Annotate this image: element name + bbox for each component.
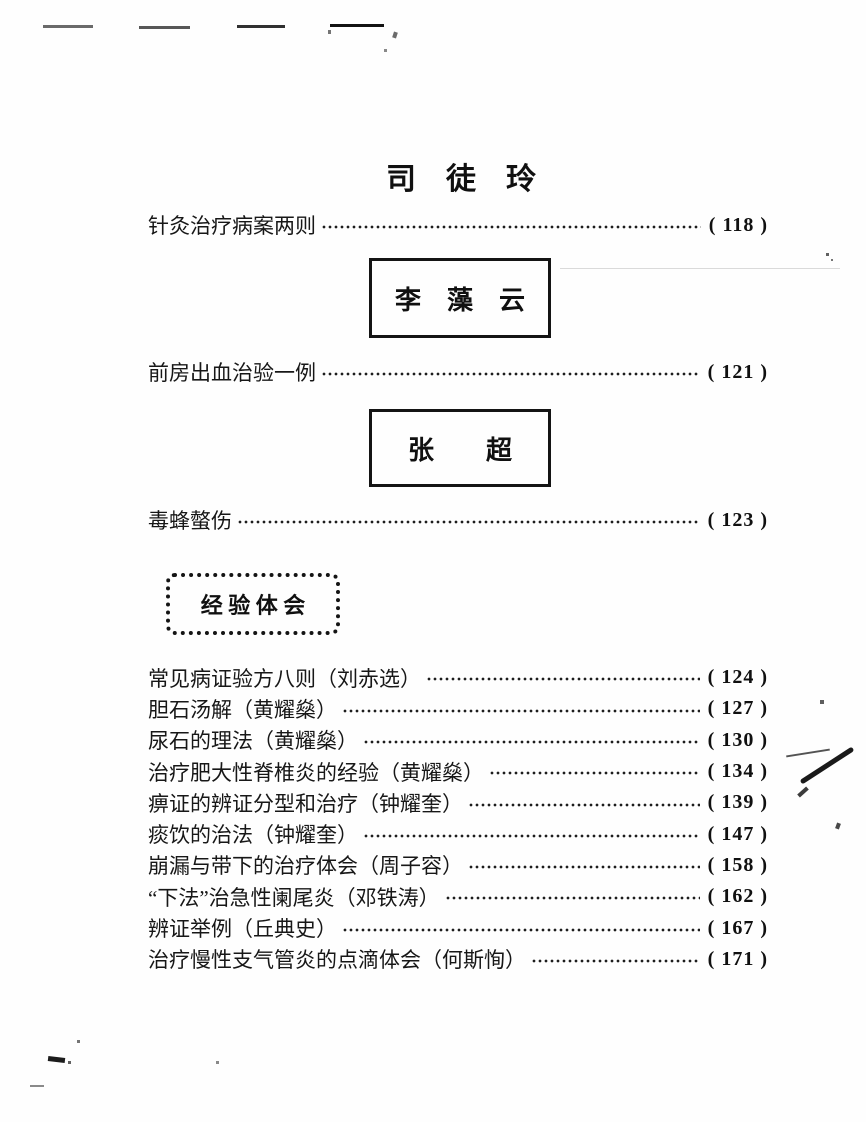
pen-scratch-mark xyxy=(786,748,830,758)
toc-entry-title: 毒蜂螫伤 xyxy=(148,509,232,533)
dot-leader xyxy=(468,849,700,882)
toc-entry: 常见病证验方八则（刘赤选） ( 124 ) xyxy=(148,662,768,694)
toc-entry-title: 针灸治疗病案两则 xyxy=(148,214,316,238)
toc-entry-page-number: ( 167 ) xyxy=(707,916,768,939)
scan-speck xyxy=(392,31,398,39)
scan-speck xyxy=(835,822,841,830)
scan-speck xyxy=(47,1055,66,1064)
dot-leader xyxy=(363,818,700,850)
section-box-experience: 经 验 体 会 xyxy=(166,573,340,635)
toc-entry-page-number: ( 118 ) xyxy=(708,213,768,236)
dot-leader xyxy=(342,912,700,944)
dot-leader xyxy=(342,693,700,725)
scan-speck xyxy=(328,30,331,34)
toc-entry-title: 治疗慢性支气管炎的点滴体会（何斯恂） xyxy=(148,948,526,973)
top-dash-mark xyxy=(237,25,285,28)
author-box-lizaoyun: 李 藻 云 xyxy=(369,258,551,338)
scan-speck xyxy=(30,1085,44,1087)
toc-entry-title: 崩漏与带下的治疗体会（周子容） xyxy=(148,854,463,879)
toc-entry: “下法”治急性阑尾炎（邓铁涛） ( 162 ) xyxy=(148,881,768,913)
toc-entry: 胆石汤解（黄耀燊） ( 127 ) xyxy=(148,693,768,725)
toc-entry-title: 辨证举例（丘典史） xyxy=(148,917,337,942)
scan-speck xyxy=(68,1061,71,1064)
author-box-zhangchao: 张 超 xyxy=(369,409,551,487)
dot-leader xyxy=(426,662,700,694)
toc-entry-page-number: ( 130 ) xyxy=(707,728,768,751)
toc-entry-page-number: ( 162 ) xyxy=(707,885,768,908)
author-box-label: 李 藻 云 xyxy=(394,285,525,315)
toc-entry-page-number: ( 121 ) xyxy=(707,360,768,383)
toc-entry: 治疗肥大性脊椎炎的经验（黄耀燊） ( 134 ) xyxy=(148,755,768,788)
toc-entry: 辨证举例（丘典史） ( 167 ) xyxy=(148,912,768,944)
toc-entry-title: 尿石的理法（黄耀燊） xyxy=(148,729,358,754)
scan-speck xyxy=(831,259,833,261)
scan-speck xyxy=(384,49,387,52)
section-box-label: 经 验 体 会 xyxy=(200,593,306,618)
dot-leader xyxy=(237,505,700,535)
toc-entry-title: “下法”治急性阑尾炎（邓铁涛） xyxy=(148,885,440,910)
toc-entry: 痹证的辨证分型和治疗（钟耀奎） ( 139 ) xyxy=(148,787,768,819)
toc-entry: 崩漏与带下的治疗体会（周子容） ( 158 ) xyxy=(148,849,768,882)
toc-entry-title: 痹证的辨证分型和治疗（钟耀奎） xyxy=(148,791,463,816)
toc-entry-title: 胆石汤解（黄耀燊） xyxy=(148,697,337,722)
scan-faint-line xyxy=(560,268,840,269)
toc-entry-page-number: ( 171 ) xyxy=(707,947,768,970)
dot-leader xyxy=(444,881,700,913)
scan-speck xyxy=(826,253,829,256)
author-box-label: 张 超 xyxy=(407,435,512,465)
toc-entry: 针灸治疗病案两则 ( 118 ) xyxy=(148,210,768,240)
toc-entry-title: 治疗肥大性脊椎炎的经验（黄耀燊） xyxy=(148,760,484,785)
toc-entry-page-number: ( 124 ) xyxy=(707,666,768,689)
toc-entry-page-number: ( 134 ) xyxy=(707,760,768,783)
dot-leader xyxy=(489,755,700,788)
toc-entry-page-number: ( 127 ) xyxy=(707,697,768,720)
scan-speck xyxy=(216,1061,219,1064)
toc-entry-page-number: ( 158 ) xyxy=(707,853,768,876)
top-dash-mark xyxy=(139,26,190,29)
toc-entry-title: 前房出血治验一例 xyxy=(148,361,316,385)
toc-entry: 毒蜂螫伤 ( 123 ) xyxy=(148,505,768,535)
dot-leader xyxy=(363,724,700,756)
top-dash-mark xyxy=(43,25,93,28)
toc-entry-page-number: ( 123 ) xyxy=(707,508,768,531)
scan-speck xyxy=(77,1040,80,1043)
toc-entry: 前房出血治验一例 ( 121 ) xyxy=(148,357,768,387)
pen-scratch-mark xyxy=(797,786,809,798)
toc-entry-page-number: ( 147 ) xyxy=(707,822,768,845)
toc-entry-title: 常见病证验方八则（刘赤选） xyxy=(148,666,421,691)
author-heading-situling: 司 徒 玲 xyxy=(386,163,536,196)
toc-entry: 治疗慢性支气管炎的点滴体会（何斯恂） ( 171 ) xyxy=(148,943,768,975)
dot-leader xyxy=(321,357,700,387)
toc-entry: 痰饮的治法（钟耀奎） ( 147 ) xyxy=(148,818,768,850)
toc-entry: 尿石的理法（黄耀燊） ( 130 ) xyxy=(148,724,768,756)
toc-entry-page-number: ( 139 ) xyxy=(707,791,768,814)
dot-leader xyxy=(321,210,701,240)
scan-speck xyxy=(820,700,824,704)
top-dash-mark xyxy=(330,24,384,27)
dot-leader xyxy=(468,787,700,819)
toc-entry-title: 痰饮的治法（钟耀奎） xyxy=(148,823,358,848)
dot-leader xyxy=(531,943,700,975)
toc-entry-list: 常见病证验方八则（刘赤选） ( 124 ) 胆石汤解（黄耀燊） ( 127 ) … xyxy=(148,662,768,975)
